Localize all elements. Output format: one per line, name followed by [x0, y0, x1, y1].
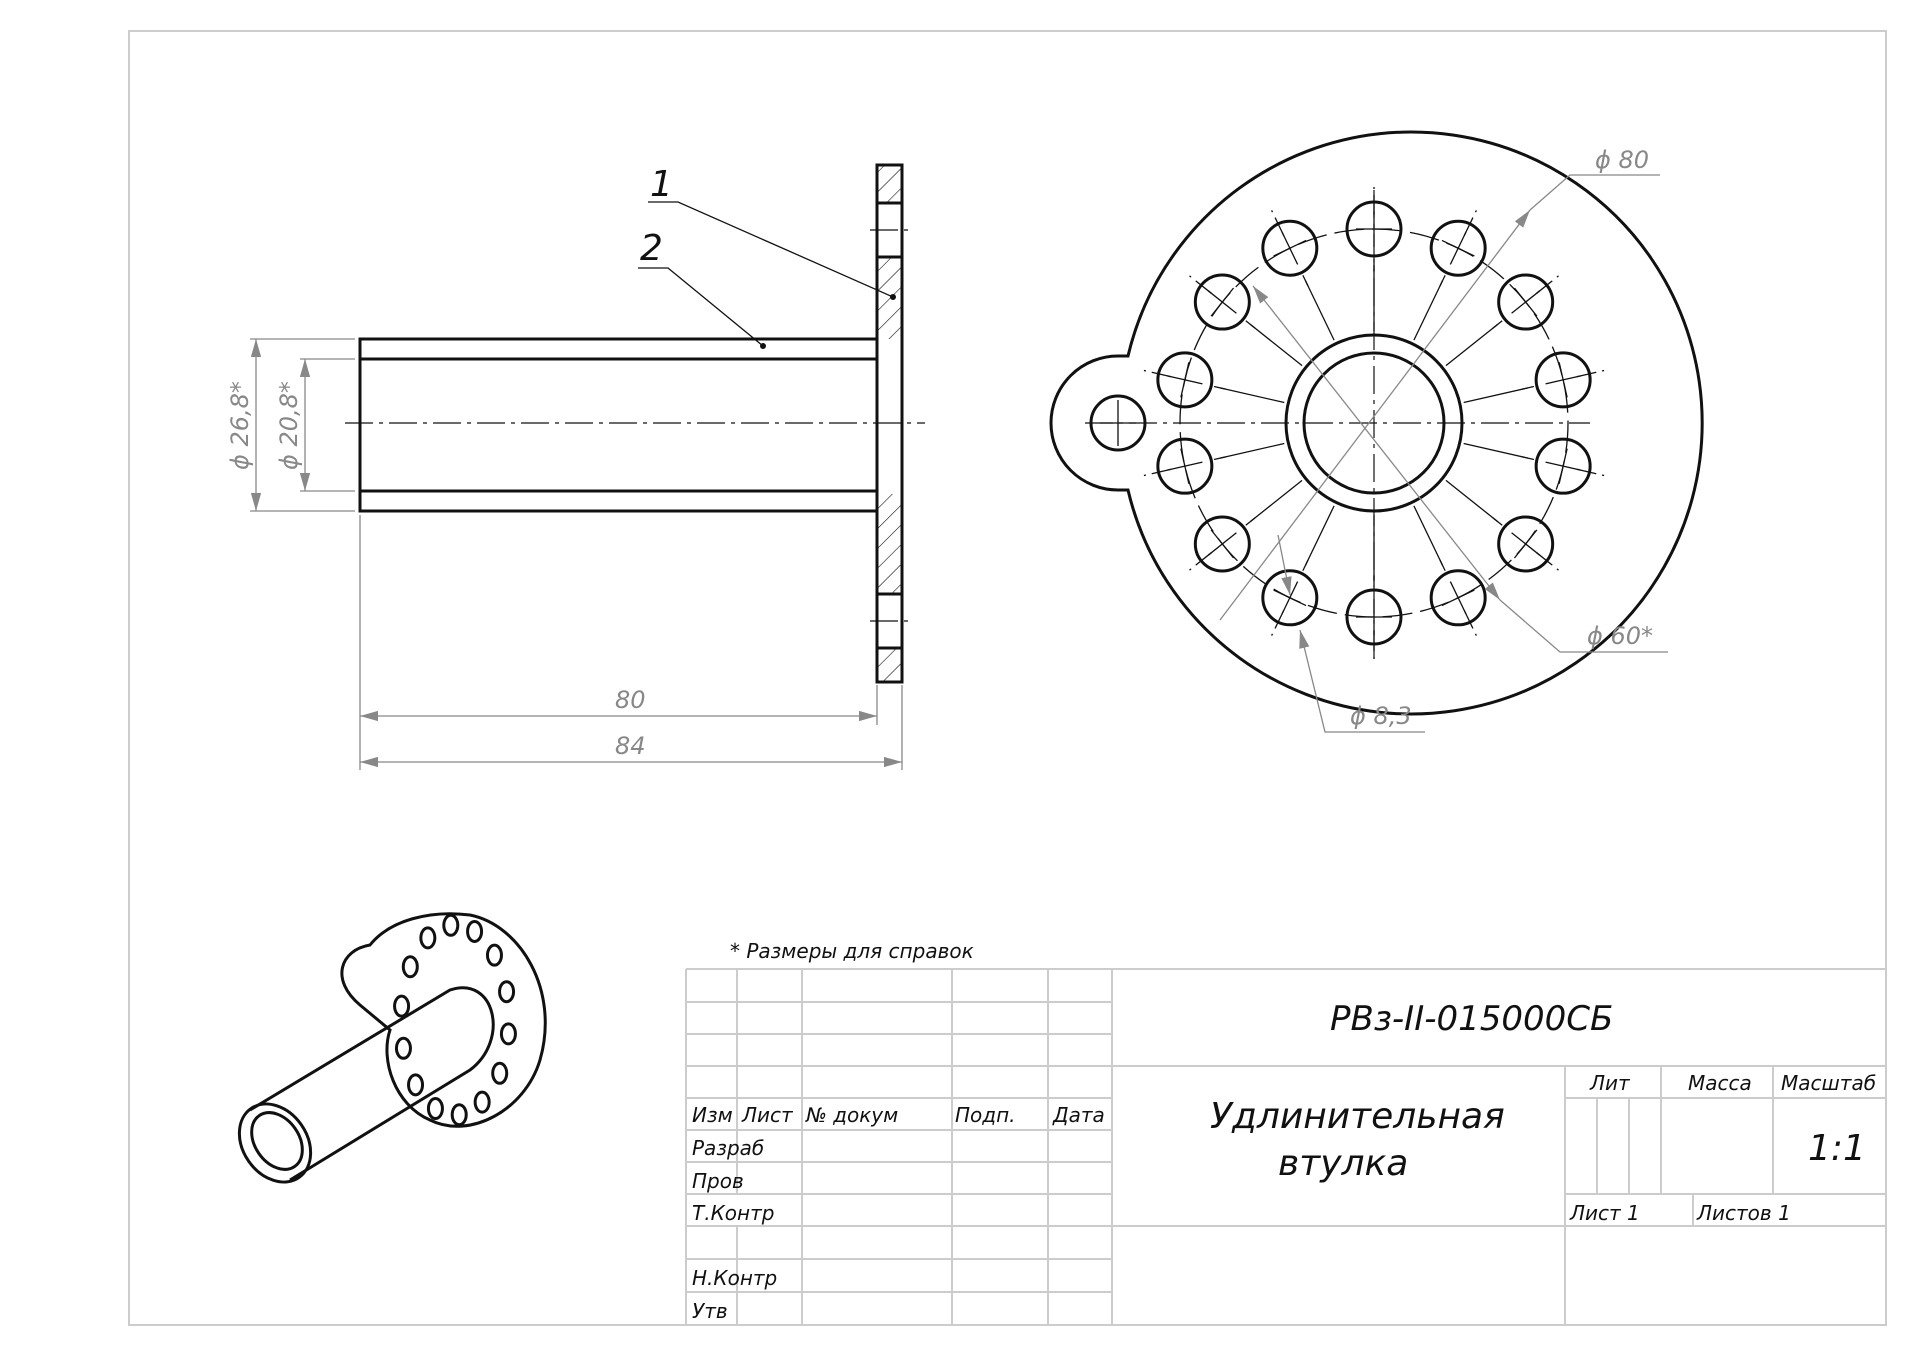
role-approver: Утв	[692, 1299, 728, 1323]
part-name-line1: Удлинительная	[1210, 1096, 1505, 1137]
bolt-hole	[1189, 479, 1303, 573]
bolt-hole	[1463, 351, 1605, 409]
iso-hole	[426, 1097, 444, 1121]
dim-bolt-circle: ϕ 60*	[1587, 622, 1653, 650]
col-date: Дата	[1052, 1103, 1105, 1127]
iso-hole	[466, 919, 484, 943]
role-checker: Пров	[692, 1169, 744, 1193]
leader-label-2: 2	[640, 228, 663, 269]
designation: РВз-II-015000СБ	[1330, 999, 1613, 1039]
col-doc: № докум	[805, 1103, 898, 1127]
leader-label-1: 1	[650, 164, 673, 205]
bolt-hole	[1261, 505, 1335, 636]
side-view: 1 2 ϕ 26,8* ϕ 20,8* 80 84	[226, 163, 925, 770]
dim-flange-diameter: ϕ 80	[1595, 146, 1649, 174]
scale-value: 1:1	[1808, 1128, 1866, 1169]
iso-hole	[419, 926, 437, 950]
scale-label: Масштаб	[1781, 1071, 1876, 1095]
col-list: Лист	[741, 1103, 794, 1127]
col-izm: Изм	[692, 1103, 733, 1127]
bolt-hole	[1345, 187, 1403, 331]
isometric-view	[237, 912, 547, 1184]
dim-hole-diameter: ϕ 8,3	[1350, 702, 1412, 730]
part-name-line2: втулка	[1278, 1143, 1408, 1184]
sheet-count: Листов 1	[1696, 1201, 1791, 1225]
role-developer: Разраб	[692, 1136, 764, 1160]
bolt-hole	[1413, 505, 1487, 636]
role-tech-control: Т.Контр	[692, 1201, 774, 1225]
dim-outer-diameter: ϕ 26,8*	[226, 381, 254, 470]
iso-hole	[401, 955, 419, 979]
bolt-hole	[1143, 351, 1285, 409]
iso-hole	[450, 1103, 468, 1127]
sheet-number: Лист 1	[1569, 1201, 1640, 1225]
bolt-hole	[1143, 437, 1285, 495]
title-block: РВз-II-015000СБ Удлинительная втулка Изм…	[685, 968, 1887, 1326]
col-sign: Подп.	[955, 1103, 1016, 1127]
iso-hole	[491, 1061, 509, 1085]
bolt-hole	[1413, 210, 1487, 341]
role-norm-control: Н.Контр	[692, 1266, 777, 1290]
iso-hole	[407, 1073, 425, 1097]
iso-hole	[394, 1036, 412, 1060]
iso-hole	[473, 1090, 491, 1114]
reference-note: * Размеры для справок	[730, 939, 974, 963]
front-view: ϕ 80 ϕ 60* ϕ 8,3	[1049, 130, 1704, 733]
dim-length-80: 80	[615, 686, 646, 714]
bolt-hole	[1261, 210, 1335, 341]
iso-hole	[498, 980, 516, 1004]
iso-hole	[442, 913, 460, 937]
mass-label: Масса	[1688, 1071, 1752, 1095]
bolt-hole	[1463, 437, 1605, 495]
bolt-hole	[1345, 515, 1403, 659]
iso-hole	[393, 994, 411, 1018]
iso-hole	[499, 1022, 517, 1046]
bolt-hole	[1189, 273, 1303, 367]
iso-hole	[485, 943, 503, 967]
dim-inner-diameter: ϕ 20,8*	[275, 381, 303, 470]
bolt-hole	[1445, 273, 1559, 367]
bolt-hole	[1445, 479, 1559, 573]
dim-length-84: 84	[615, 732, 646, 760]
lit-label: Лит	[1589, 1071, 1631, 1095]
